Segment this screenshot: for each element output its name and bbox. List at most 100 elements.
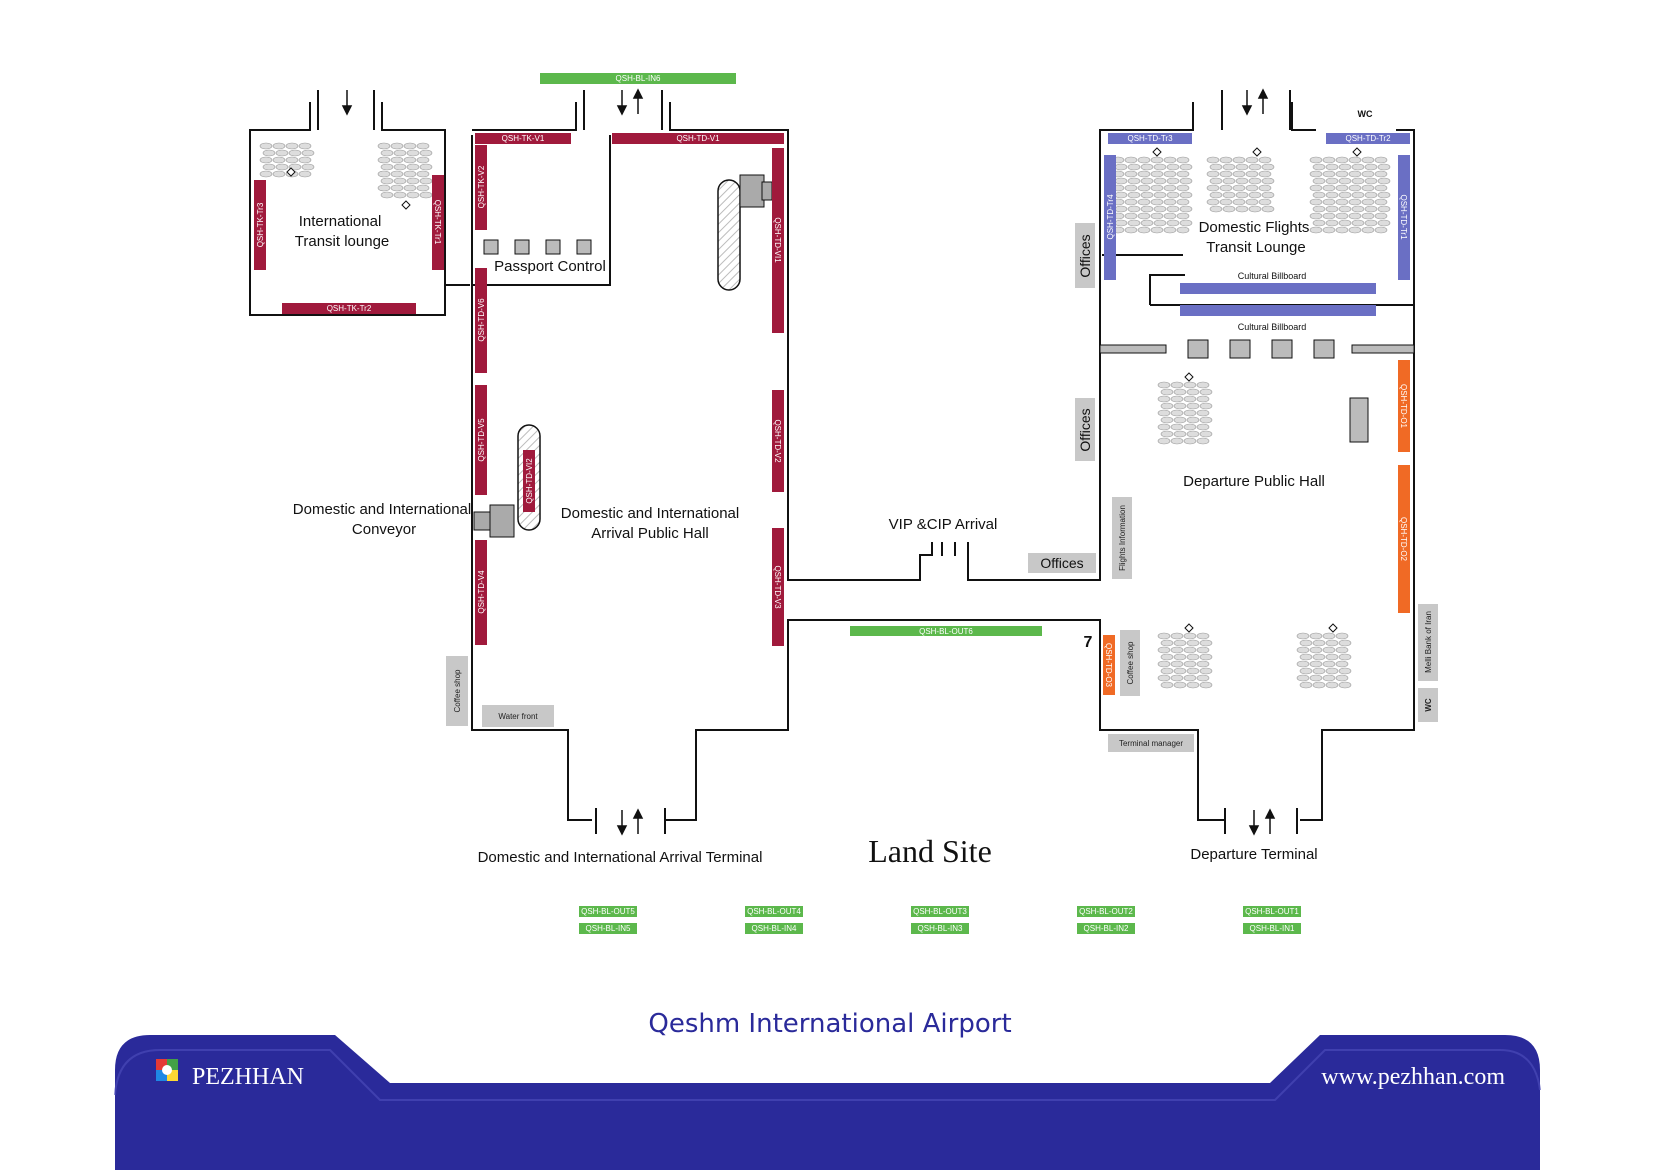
- billboard-label: QSH-TK-Tr1: [433, 200, 442, 245]
- seat: [1335, 674, 1349, 682]
- billboard-label: QSH-BL-IN6: [616, 74, 661, 83]
- seat-marker-icon: [1328, 623, 1338, 633]
- billboard-qsh-td-v3: [772, 528, 784, 646]
- seat: [1258, 156, 1272, 164]
- seat: [403, 156, 417, 164]
- billboard-qsh-tk-tr2: [282, 303, 416, 314]
- billboard-qsh-tk-v1: [475, 133, 571, 144]
- seat: [1219, 184, 1233, 192]
- seat: [390, 142, 404, 150]
- departure-terminal-label: Departure Terminal: [1190, 846, 1317, 863]
- seat: [1166, 191, 1180, 199]
- brand-url[interactable]: www.pezhhan.com: [1321, 1064, 1505, 1090]
- billboard-label: QSH-BL-OUT2: [1079, 907, 1133, 916]
- seat: [262, 163, 276, 171]
- seat: [1335, 156, 1349, 164]
- billboard-qsh-td-vi2: [523, 450, 535, 512]
- seat: [1186, 388, 1200, 396]
- seat: [1196, 674, 1210, 682]
- vip-cip-label: VIP &CIP Arrival: [889, 516, 998, 533]
- billboard-label: QSH-TD-V2: [773, 419, 782, 463]
- seat: [1245, 198, 1259, 206]
- coffee-shop-label: Coffee shop: [453, 669, 462, 713]
- seat: [1322, 226, 1336, 234]
- seat: [1309, 674, 1323, 682]
- seat: [1176, 156, 1190, 164]
- seat: [1309, 156, 1323, 164]
- flow-arrows: [341, 88, 1276, 836]
- seat: [1196, 660, 1210, 668]
- billboard-qsh-bl-out3: [911, 906, 969, 917]
- seat: [1312, 667, 1326, 675]
- seat: [1160, 416, 1174, 424]
- seat: [1163, 170, 1177, 178]
- seat: [1170, 423, 1184, 431]
- seat: [1140, 177, 1154, 185]
- seat: [1335, 646, 1349, 654]
- seat: [1335, 226, 1349, 234]
- billboard-qsh-tk-tr1: [432, 175, 444, 270]
- billboard-label: QSH-BL-OUT1: [1245, 907, 1299, 916]
- billboard-qsh-td-v5: [475, 385, 487, 495]
- billboard-label: QSH-TD-Tr4: [1106, 194, 1115, 240]
- seat: [1127, 205, 1141, 213]
- seat: [1248, 191, 1262, 199]
- billboard-qsh-tk-v2: [475, 145, 487, 230]
- seat: [1137, 212, 1151, 220]
- seat: [1196, 646, 1210, 654]
- seat: [288, 149, 302, 157]
- seat: [1258, 170, 1272, 178]
- seat: [1183, 660, 1197, 668]
- seat: [1157, 646, 1171, 654]
- seat: [1258, 198, 1272, 206]
- seat: [1209, 163, 1223, 171]
- billboard-label: QSH-TD-V5: [477, 418, 486, 462]
- seat: [1309, 660, 1323, 668]
- seat: [1199, 667, 1213, 675]
- seat: [1186, 653, 1200, 661]
- seat: [1209, 177, 1223, 185]
- passport-booths: [483, 239, 592, 255]
- billboard-label: QSH-TK-Tr3: [256, 202, 265, 247]
- seat: [1196, 632, 1210, 640]
- seat: [1124, 198, 1138, 206]
- seat: [1351, 191, 1365, 199]
- seat: [1335, 184, 1349, 192]
- seat: [1176, 198, 1190, 206]
- seat: [1186, 639, 1200, 647]
- seat: [1166, 205, 1180, 213]
- baggage-conveyor-1: [717, 174, 773, 291]
- billboard-label: QSH-TD-Tr1: [1399, 194, 1408, 240]
- seat: [1258, 184, 1272, 192]
- seat: [1186, 681, 1200, 689]
- seat: [285, 156, 299, 164]
- seat: [1196, 395, 1210, 403]
- coffee-shop-box-2: [1120, 630, 1140, 696]
- billboard-qsh-td-o1: [1398, 360, 1410, 452]
- seat: [1338, 653, 1352, 661]
- seat: [1374, 198, 1388, 206]
- water-front-label: Water front: [498, 712, 538, 721]
- seat: [1312, 205, 1326, 213]
- seat: [393, 163, 407, 171]
- billboard-label: QSH-TD-VI2: [525, 458, 534, 504]
- seat: [1137, 198, 1151, 206]
- land-site-label: Land Site: [868, 833, 992, 869]
- seat: [1248, 205, 1262, 213]
- conveyor-label-1: Domestic and International: [293, 501, 471, 518]
- seat: [1374, 184, 1388, 192]
- seat: [1261, 163, 1275, 171]
- seat: [1206, 198, 1220, 206]
- seat: [301, 163, 315, 171]
- offices-label: Offices: [1077, 408, 1093, 451]
- seat: [1199, 402, 1213, 410]
- seat: [1199, 416, 1213, 424]
- seat: [1374, 156, 1388, 164]
- seat: [1127, 177, 1141, 185]
- seat-marker-icon: [1252, 147, 1262, 157]
- seat: [390, 170, 404, 178]
- seat: [1160, 639, 1174, 647]
- seat: [1312, 219, 1326, 227]
- seat: [1163, 184, 1177, 192]
- wc-label: WC: [1358, 109, 1373, 119]
